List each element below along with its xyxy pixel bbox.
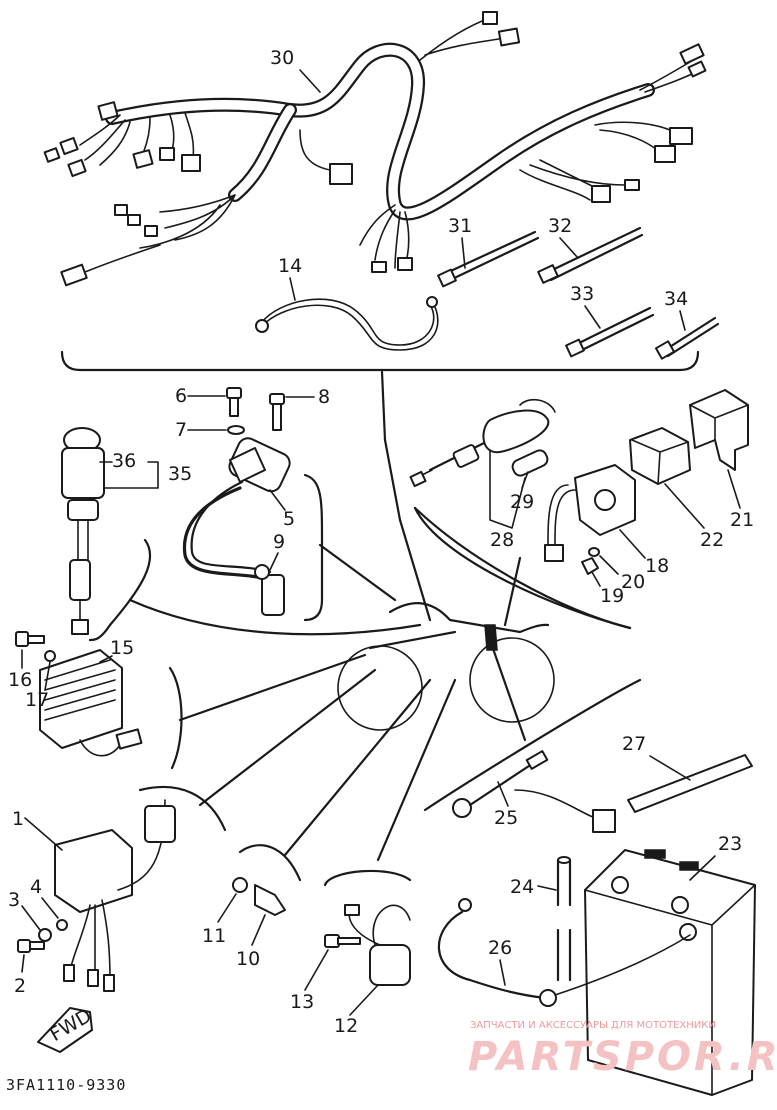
neutral-switch [232, 877, 286, 916]
callout-9: 9 [273, 531, 285, 553]
callout-25: 25 [494, 807, 518, 829]
relay-assembly [544, 464, 636, 575]
callout-10: 10 [236, 948, 260, 970]
watermark-caption: ЗАПЧАСТИ И АКСЕССУАРЫ ДЛЯ МОТОТЕХНИКИ [470, 1020, 716, 1031]
starter-relay [324, 904, 411, 986]
battery-cable [437, 898, 691, 1007]
callout-6: 6 [175, 385, 187, 407]
callout-32: 32 [548, 215, 572, 237]
fasteners-left [15, 631, 56, 662]
rectifier-regulator [39, 649, 143, 757]
fasteners-cdi [17, 919, 68, 953]
callout-24: 24 [510, 876, 534, 898]
frame-sketch [337, 602, 555, 731]
callout-3: 3 [8, 889, 20, 911]
cable-ties [437, 226, 720, 360]
callout-30: 30 [270, 47, 294, 69]
callout-8: 8 [318, 386, 330, 408]
callout-26: 26 [488, 937, 512, 959]
callout-19: 19 [600, 585, 624, 607]
callout-17: 17 [25, 689, 49, 711]
callout-11: 11 [202, 925, 226, 947]
breather-pipe [556, 856, 572, 982]
battery-lead [452, 750, 616, 833]
lead-wire [255, 296, 439, 351]
callout-33: 33 [570, 283, 594, 305]
callout-35: 35 [168, 463, 192, 485]
callout-29: 29 [510, 491, 534, 513]
callouts: 30 31 32 33 34 14 6 7 8 36 35 5 9 29 28 … [8, 47, 754, 1037]
callout-2: 2 [14, 975, 26, 997]
callout-20: 20 [621, 571, 645, 593]
wire-harness [43, 11, 707, 287]
callout-18: 18 [645, 555, 669, 577]
group-bracket [60, 350, 700, 372]
callout-27: 27 [622, 733, 646, 755]
callout-7: 7 [175, 419, 187, 441]
callout-1: 1 [12, 808, 24, 830]
fwd-arrow: FWD [37, 1005, 95, 1053]
battery-band [627, 754, 753, 813]
callout-15: 15 [110, 637, 134, 659]
cdi-unit [54, 799, 176, 992]
leader-lines [128, 370, 632, 862]
condenser-lead [409, 398, 556, 488]
watermark: ЗАПЧАСТИ И АКСЕССУАРЫ ДЛЯ МОТОТЕХНИКИ PA… [468, 1020, 777, 1080]
callout-14: 14 [278, 255, 302, 277]
callout-5: 5 [283, 508, 295, 530]
callout-34: 34 [664, 288, 688, 310]
callout-21: 21 [730, 509, 754, 531]
callout-12: 12 [334, 1015, 358, 1037]
brackets [88, 473, 642, 887]
callout-22: 22 [700, 529, 724, 551]
callout-36: 36 [112, 450, 136, 472]
callout-28: 28 [490, 529, 514, 551]
diagram-code: 3FA1110-9330 [6, 1076, 126, 1094]
relays-right [629, 389, 749, 485]
main-switch [61, 427, 105, 635]
battery [584, 849, 756, 1096]
fasteners-top [226, 387, 285, 435]
callout-13: 13 [290, 991, 314, 1013]
callout-16: 16 [8, 669, 32, 691]
callout-31: 31 [448, 215, 472, 237]
callout-23: 23 [718, 833, 742, 855]
ignition-coil [182, 437, 291, 616]
callout-4: 4 [30, 876, 42, 898]
watermark-brand: PARTSPOR.RU [468, 1034, 777, 1080]
